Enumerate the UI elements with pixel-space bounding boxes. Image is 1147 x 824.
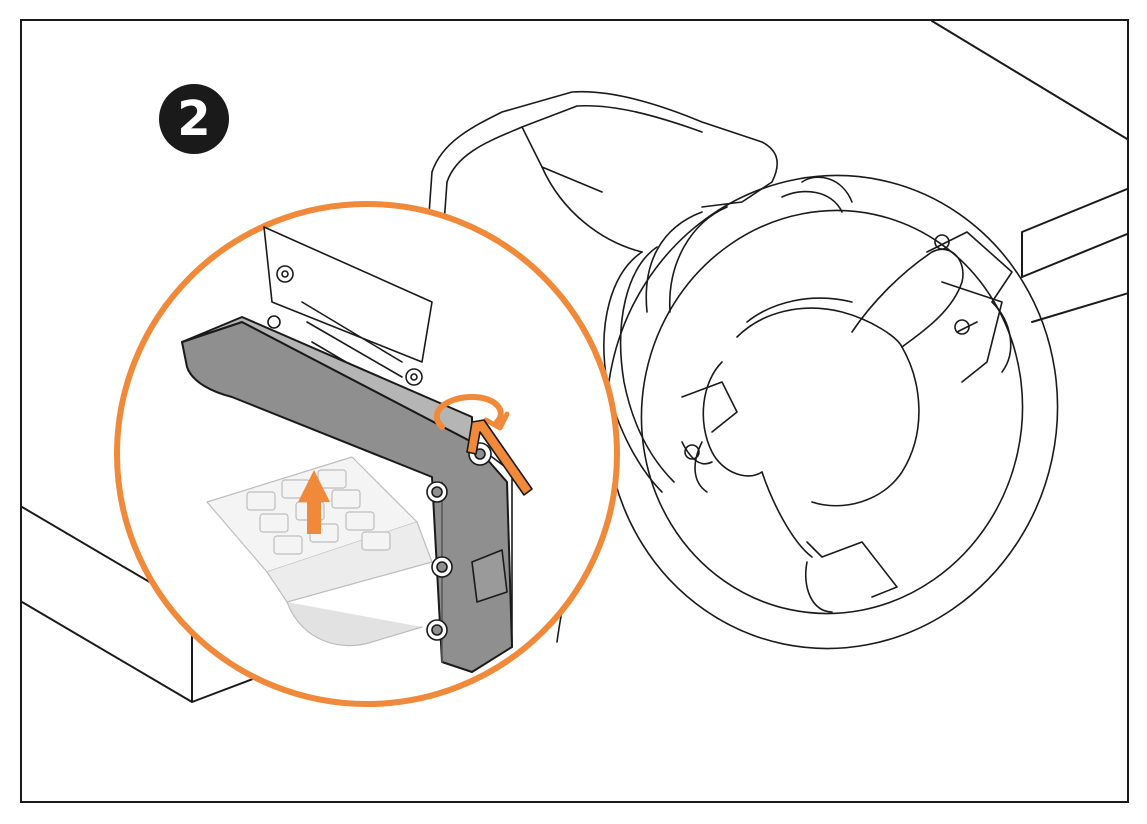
steering-wheel bbox=[605, 174, 1059, 650]
step-number-badge: 2 bbox=[159, 84, 229, 154]
hex-key-icon bbox=[466, 419, 533, 496]
up-arrow-icon bbox=[298, 470, 330, 534]
callout-contents bbox=[181, 226, 513, 673]
gray-bracket bbox=[181, 316, 513, 673]
assembly-illustration bbox=[22, 21, 1127, 707]
rotate-arrow-icon bbox=[433, 394, 510, 431]
illustration-frame: 2 bbox=[20, 19, 1129, 803]
